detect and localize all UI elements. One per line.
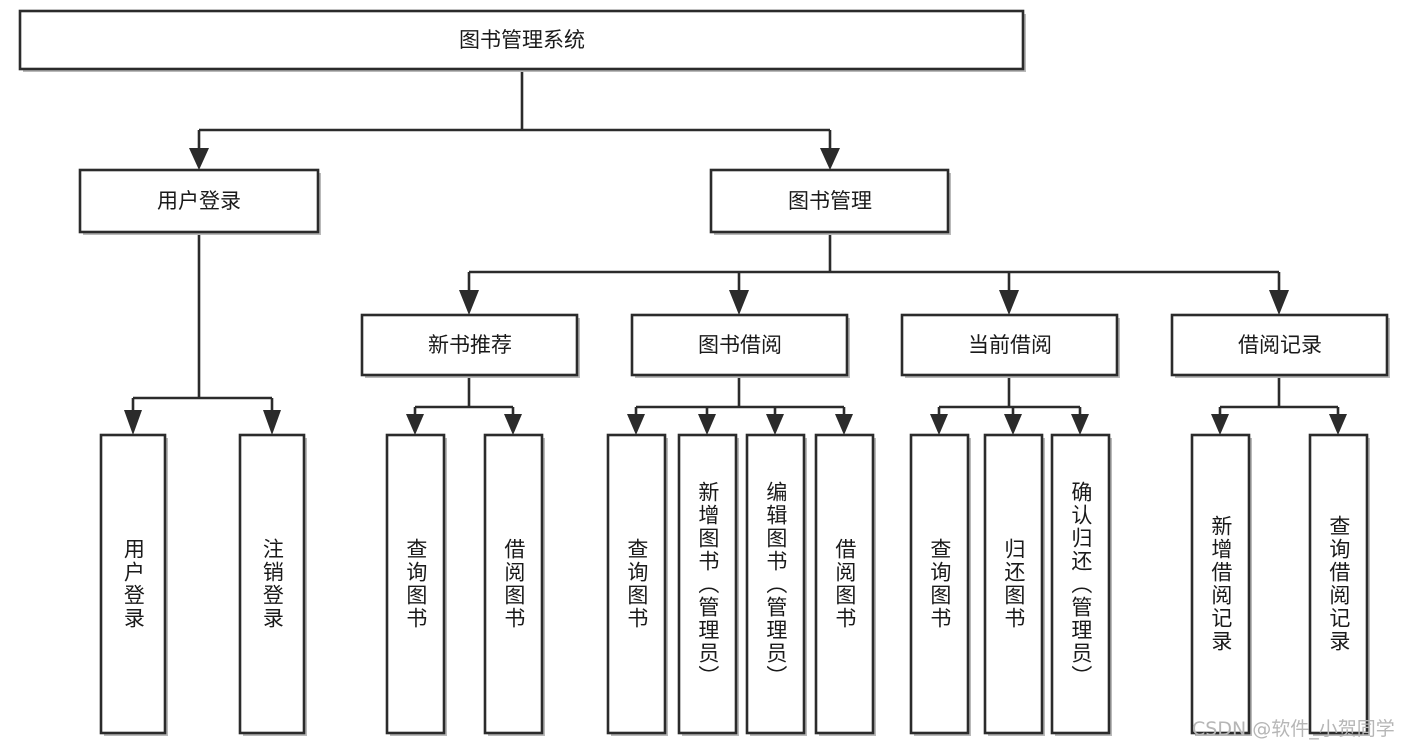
arrowhead-leaf-query-book-3: [930, 414, 948, 435]
arrowhead-book-borrow: [729, 290, 749, 315]
node-root[interactable]: 图书管理系统: [18, 9, 1026, 72]
node-user-login[interactable]: 用户登录: [78, 168, 321, 235]
leaf-return-book-box[interactable]: [983, 433, 1044, 735]
node-user-login-label: 用户登录: [157, 189, 241, 213]
connector-group-root-to-level2: [189, 69, 840, 170]
arrowhead-leaf-query-borrow-record: [1329, 414, 1347, 435]
leaf-user-login-box[interactable]: [99, 433, 167, 735]
leaf-query-book-1-box[interactable]: [385, 433, 446, 735]
arrowhead-leaf-logout-login: [263, 410, 281, 435]
node-borrow-record-label: 借阅记录: [1238, 333, 1322, 357]
node-book-borrow-label: 图书借阅: [698, 333, 782, 357]
arrowhead-book-manage: [820, 148, 840, 170]
arrowhead-leaf-borrow-book-2: [835, 414, 853, 435]
leaf-query-book-3-box[interactable]: [909, 433, 970, 735]
connector-group-user-login-to-leaves: [124, 232, 281, 435]
leaf-query-book-2-box[interactable]: [606, 433, 667, 735]
connector-group-recommend-to-leaves: [406, 375, 522, 435]
node-book-borrow-box[interactable]: [630, 313, 849, 377]
arrowhead-leaf-query-book-1: [406, 414, 424, 435]
leaf-borrow-book-2-box[interactable]: [814, 433, 875, 735]
node-new-book-recommend-box[interactable]: [360, 313, 579, 377]
node-borrow-record[interactable]: 借阅记录: [1170, 313, 1390, 378]
leaf-confirm-return-admin-box[interactable]: [1050, 433, 1111, 735]
node-user-login-box[interactable]: [78, 168, 320, 234]
arrowhead-leaf-borrow-book-1: [504, 414, 522, 435]
node-new-book-recommend[interactable]: 新书推荐: [360, 313, 580, 378]
node-root-box[interactable]: [18, 9, 1025, 71]
arrowhead-leaf-query-book-2: [627, 414, 645, 435]
leaf-edit-book-admin-box[interactable]: [745, 433, 806, 735]
leaf-borrow-book-1-box[interactable]: [483, 433, 544, 735]
arrowhead-new-book-recommend: [459, 290, 479, 315]
arrowhead-borrow-record: [1269, 290, 1289, 315]
node-current-borrow[interactable]: 当前借阅: [900, 313, 1120, 378]
leaf-logout-login-box[interactable]: [238, 433, 306, 735]
arrowhead-leaf-add-book-admin: [698, 414, 716, 435]
node-book-manage[interactable]: 图书管理: [709, 168, 951, 235]
leaf-add-book-admin-box[interactable]: [677, 433, 738, 735]
node-borrow-record-box[interactable]: [1170, 313, 1389, 377]
leaf-query-borrow-record-box[interactable]: [1308, 433, 1369, 735]
arrowhead-current-borrow: [999, 290, 1019, 315]
arrowhead-leaf-add-borrow-record: [1211, 414, 1229, 435]
node-book-manage-label: 图书管理: [788, 189, 872, 213]
arrowhead-leaf-confirm-return-admin: [1071, 414, 1089, 435]
node-new-book-recommend-label: 新书推荐: [428, 333, 512, 357]
connector-group-book-manage-to-level3: [459, 232, 1289, 315]
arrowhead-leaf-user-login: [124, 410, 142, 435]
node-book-manage-box[interactable]: [709, 168, 950, 234]
node-current-borrow-label: 当前借阅: [968, 333, 1052, 357]
arrowhead-leaf-return-book: [1004, 414, 1022, 435]
connector-group-book-borrow-to-leaves: [627, 375, 853, 435]
arrowhead-leaf-edit-book-admin: [766, 414, 784, 435]
connector-group-current-borrow-to-leaves: [930, 375, 1089, 435]
leaf-boxes-group: [99, 433, 1370, 736]
connector-group-borrow-record-to-leaves: [1211, 375, 1347, 435]
node-current-borrow-box[interactable]: [900, 313, 1119, 377]
leaf-add-borrow-record-box[interactable]: [1190, 433, 1251, 735]
node-root-label: 图书管理系统: [459, 28, 585, 52]
arrowhead-user-login: [189, 148, 209, 170]
csdn-watermark: CSDN @软件_小贺同学: [1192, 718, 1395, 740]
node-book-borrow[interactable]: 图书借阅: [630, 313, 850, 378]
